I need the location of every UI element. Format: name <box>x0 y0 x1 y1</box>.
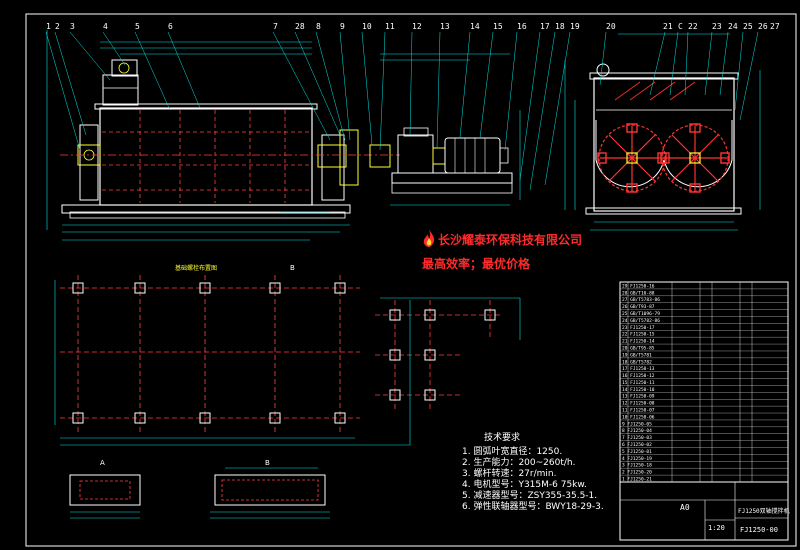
bom-row: 26 GB/T93-87 <box>622 304 655 310</box>
bom-table <box>619 281 789 541</box>
tech-req-item: 2. 生产能力：200~260t/h. <box>462 458 576 468</box>
flame-logo-icon <box>423 229 435 247</box>
bom-row: 24 GB/T5782-86 <box>622 318 660 324</box>
callout-number: 7 <box>273 22 278 31</box>
drawing-title: FJ1250双轴搅拌机 <box>738 508 790 515</box>
company-slogan: 最高效率；最优价格 <box>422 257 531 271</box>
company-brand: 长沙耀泰环保科技有限公司 最高效率；最优价格 <box>422 229 612 271</box>
bom-row: 17 FJ1250-13 <box>622 366 655 372</box>
callout-number: 17 <box>540 22 550 31</box>
bom-row: 20 GB/T95-85 <box>622 345 655 351</box>
callout-number: 5 <box>135 22 140 31</box>
tech-req-item: 6. 弹性联轴器型号：BWY18-29-3. <box>462 502 604 512</box>
callout-number: 16 <box>517 22 527 31</box>
bom-row: 16 FJ1250-12 <box>622 373 655 379</box>
callout-number: 1 <box>46 22 51 31</box>
bom-row: 6 FJ1250-02 <box>622 442 652 448</box>
bom-row: 23 FJ1250-17 <box>622 325 655 331</box>
callout-number: 15 <box>493 22 503 31</box>
tech-req-item: 5. 减速器型号：ZSY355-35.5-1. <box>462 491 598 501</box>
section-b-label: B <box>265 459 270 467</box>
tech-req-item: 1. 圆弧叶宽直径：1250. <box>462 447 563 457</box>
bom-row: 27 GB/T5783-86 <box>622 297 660 303</box>
callout-number: 2 <box>55 22 60 31</box>
callout-number: 27 <box>770 22 780 31</box>
callout-number: 19 <box>570 22 580 31</box>
bom-row: 18 GB/T5782 <box>622 359 652 365</box>
bom-row: 11 FJ1250-07 <box>622 408 655 414</box>
bom-row: 25 GB/T1096-79 <box>622 311 660 317</box>
bom-row: 10 FJ1250-06 <box>622 414 655 420</box>
callout-number: 25 <box>743 22 753 31</box>
callout-number: 13 <box>440 22 450 31</box>
side-section-view <box>564 31 761 231</box>
bom-row: 19 GB/T5781 <box>622 352 652 358</box>
bom-row: 15 FJ1250-11 <box>622 380 655 386</box>
callout-number: 24 <box>728 22 738 31</box>
drawing-number: FJ1250-00 <box>740 526 778 534</box>
callout-number: C <box>678 22 683 31</box>
section-b-label-top: B <box>290 264 295 272</box>
bom-row: 28 GB/T10-88 <box>622 290 655 296</box>
callout-number: 18 <box>555 22 565 31</box>
section-details <box>69 467 330 519</box>
callout-number: 12 <box>412 22 422 31</box>
technical-requirements: 技术要求 1. 圆弧叶宽直径：1250. 2. 生产能力：200~260t/h.… <box>462 430 632 513</box>
front-elevation-view <box>45 30 571 241</box>
sheet-mark: A0 <box>680 503 690 512</box>
foundation-layout-view <box>54 275 521 446</box>
bom-row: 1 FJ1250-21 <box>622 477 652 483</box>
bom-row: 5 FJ1250-01 <box>622 449 652 455</box>
bom-row: 4 FJ1250-19 <box>622 456 652 462</box>
drawing-scale: 1:20 <box>708 524 725 532</box>
bom-row: 14 FJ1250-10 <box>622 387 655 393</box>
bom-row: 13 FJ1250-09 <box>622 394 655 400</box>
callout-number: 14 <box>470 22 480 31</box>
bom-row: 22 FJ1250-15 <box>622 332 655 338</box>
callout-number: 26 <box>758 22 768 31</box>
bom-row: 8 FJ1250-04 <box>622 428 652 434</box>
callout-number: 4 <box>103 22 108 31</box>
callout-number: 6 <box>168 22 173 31</box>
sheet-border <box>25 13 797 547</box>
callout-number: 11 <box>385 22 395 31</box>
company-name: 长沙耀泰环保科技有限公司 <box>438 233 583 247</box>
bom-row: 7 FJ1250-03 <box>622 435 652 441</box>
bom-row: 2 FJ1250-20 <box>622 470 652 476</box>
bom-row: 9 FJ1250-05 <box>622 421 652 427</box>
bom-row: 12 FJ1250-08 <box>622 401 655 407</box>
callout-number: 23 <box>712 22 722 31</box>
callout-number: 28 <box>295 22 305 31</box>
bom-row: 21 FJ1250-14 <box>622 339 655 345</box>
side-housing <box>593 77 735 212</box>
callout-number: 9 <box>340 22 345 31</box>
callout-number: 20 <box>606 22 616 31</box>
callout-number: 21 <box>663 22 673 31</box>
trough-body <box>99 107 313 206</box>
tech-req-item: 4. 电机型号：Y315M-6 75kw. <box>462 480 587 490</box>
section-a-label: A <box>100 459 105 467</box>
callout-number: 3 <box>70 22 75 31</box>
tech-req-title: 技术要求 <box>484 433 521 443</box>
callout-number: 8 <box>316 22 321 31</box>
foundation-layout-label: 基础螺栓布置图 <box>175 264 217 272</box>
callout-number: 22 <box>688 22 698 31</box>
tech-req-item: 3. 螺杆转速：27r/min. <box>462 469 557 479</box>
bom-row: 29 FJ1250-16 <box>622 283 655 289</box>
trough-rim <box>94 103 318 110</box>
bom-row: 3 FJ1250-18 <box>622 463 652 469</box>
callout-number: 10 <box>362 22 372 31</box>
